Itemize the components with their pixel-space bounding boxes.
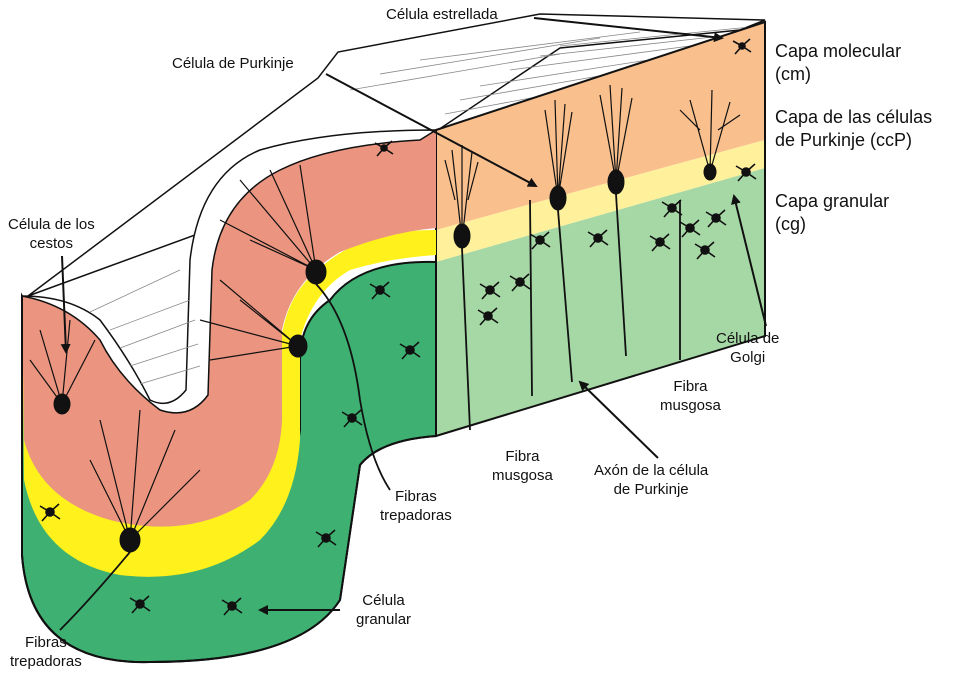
label-line: Fibra xyxy=(492,448,553,467)
label-celula-cestos: Célula de los cestos xyxy=(8,216,95,254)
label-line: Axón de la célula xyxy=(594,462,708,481)
label-fibra-musgosa-center: Fibra musgosa xyxy=(492,448,553,486)
label-fibra-musgosa-right: Fibra musgosa xyxy=(660,378,721,416)
label-line: Célula de xyxy=(716,330,779,349)
left-fold xyxy=(22,130,436,662)
label-line: Célula de Purkinje xyxy=(172,55,294,74)
label-fibras-trepadoras-bottom: Fibras trepadoras xyxy=(10,634,82,672)
label-capa-purkinje: Capa de las células de Purkinje (ccP) xyxy=(775,106,932,153)
label-line: (cm) xyxy=(775,63,901,86)
label-line: musgosa xyxy=(492,467,553,486)
label-axon-purkinje: Axón de la célula de Purkinje xyxy=(594,462,708,500)
label-line: trepadoras xyxy=(10,653,82,672)
label-line: de Purkinje (ccP) xyxy=(775,129,932,152)
label-fibras-trepadoras-center: Fibras trepadoras xyxy=(380,488,452,526)
label-line: granular xyxy=(356,611,411,630)
label-line: (cg) xyxy=(775,213,889,236)
label-line: Célula xyxy=(356,592,411,611)
arrow-axon-purkinje xyxy=(580,382,658,458)
label-capa-granular: Capa granular (cg) xyxy=(775,190,889,237)
label-line: Célula estrellada xyxy=(386,6,498,25)
label-celula-granular: Célula granular xyxy=(356,592,411,630)
label-line: Golgi xyxy=(716,349,779,368)
label-line: cestos xyxy=(8,235,95,254)
label-line: Fibra xyxy=(660,378,721,397)
label-capa-molecular: Capa molecular (cm) xyxy=(775,40,901,87)
label-line: Capa molecular xyxy=(775,40,901,63)
label-line: Fibras xyxy=(10,634,82,653)
label-line: Capa de las células xyxy=(775,106,932,129)
label-celula-estrellada: Célula estrellada xyxy=(386,6,498,25)
label-line: de Purkinje xyxy=(594,481,708,500)
label-line: Célula de los xyxy=(8,216,95,235)
label-celula-purkinje: Célula de Purkinje xyxy=(172,55,294,74)
label-line: Fibras xyxy=(380,488,452,507)
label-line: musgosa xyxy=(660,397,721,416)
label-celula-golgi: Célula de Golgi xyxy=(716,330,779,368)
label-line: trepadoras xyxy=(380,507,452,526)
label-line: Capa granular xyxy=(775,190,889,213)
